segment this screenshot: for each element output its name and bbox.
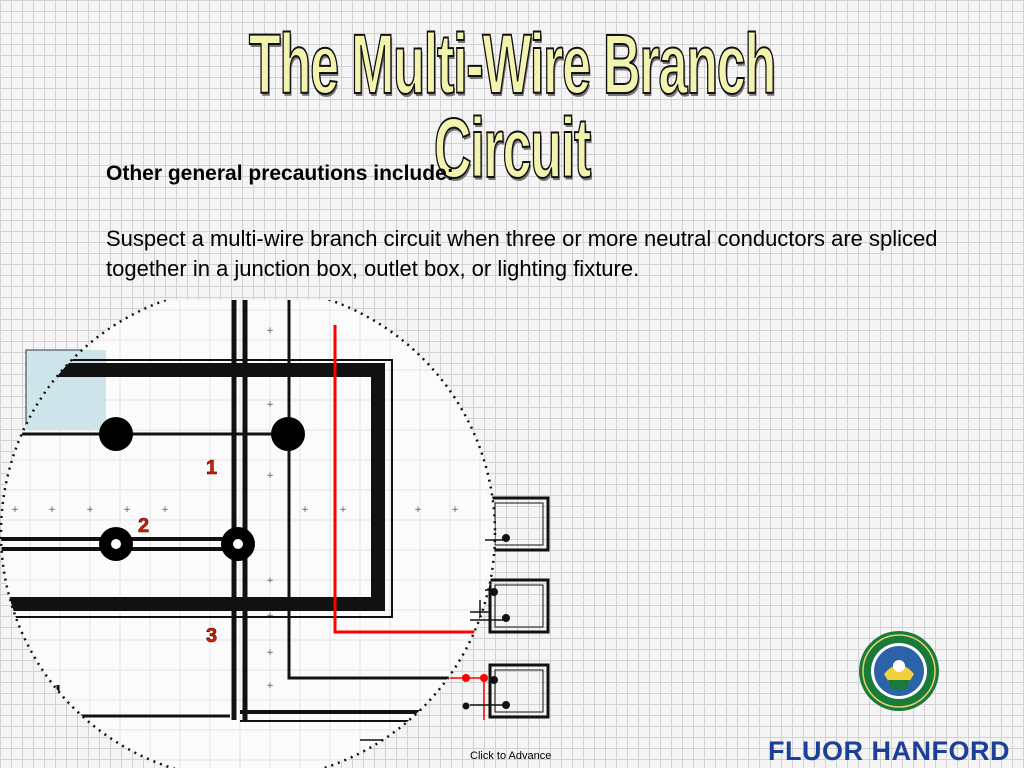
callout-2: 2 [138, 515, 149, 537]
callout-1: 1 [206, 457, 217, 479]
callout-3: 3 [206, 625, 217, 647]
feeder-wires [231, 300, 248, 720]
svg-text:+: + [266, 648, 274, 658]
hot-wire [333, 325, 480, 634]
svg-text:+: + [48, 505, 56, 515]
svg-text:+: + [266, 471, 274, 481]
svg-text:+: + [266, 576, 274, 586]
outlet-boxes [488, 496, 550, 719]
svg-text:+: + [266, 681, 274, 691]
zoom-circle [0, 300, 497, 768]
svg-text:+: + [339, 505, 347, 515]
svg-text:+: + [414, 505, 422, 515]
svg-text:+: + [86, 505, 94, 515]
section-heading: Other general precautions include: [106, 162, 454, 185]
click-to-advance[interactable]: Click to Advance [470, 750, 552, 762]
svg-text:+: + [161, 505, 169, 515]
doe-seal-icon [859, 631, 939, 711]
body-paragraph: Suspect a multi-wire branch circuit when… [106, 226, 938, 281]
svg-text:+: + [266, 400, 274, 410]
brand-logo: FLUOR HANFORD [768, 736, 1010, 766]
svg-text:+: + [266, 326, 274, 336]
slide-title: The Multi-Wire Branch Circuit [248, 17, 777, 195]
conduit [1, 359, 393, 618]
circuit-diagram: +++ +++ ++ +++ +++ ++++ [0, 300, 550, 768]
splice-dots [99, 417, 305, 561]
svg-text:+: + [301, 505, 309, 515]
svg-text:+: + [11, 505, 19, 515]
svg-text:+: + [123, 505, 131, 515]
svg-text:+: + [451, 505, 459, 515]
